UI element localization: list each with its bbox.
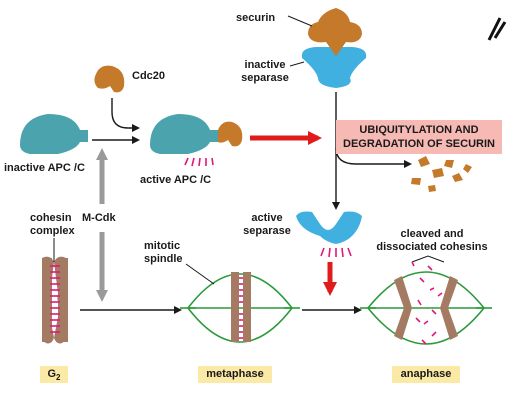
cdc20-label: Cdc20	[132, 70, 166, 82]
cohesin-complex-label: cohesin complex	[30, 212, 75, 238]
securin-leader	[287, 15, 313, 27]
mcdk-label: M-Cdk	[80, 212, 118, 225]
securin-label: securin	[236, 12, 276, 24]
separase-leader	[289, 61, 305, 67]
inactive-apc-shape	[20, 114, 88, 154]
active-separase-shape	[296, 211, 362, 258]
pointer-tick	[411, 261, 415, 267]
active-separase-label: active separase	[243, 212, 291, 237]
metaphase-cell	[180, 272, 300, 343]
inactive-apc-label: inactive APC /C	[4, 162, 85, 174]
corner-mark	[487, 17, 507, 41]
securin-separase-complex	[301, 8, 367, 88]
active-apc-shape	[150, 114, 243, 167]
stage-g2-subscript: 2	[56, 373, 61, 383]
cleaved-cohesins-label: cleaved and dissociated cohesins	[376, 228, 488, 253]
stage-metaphase: metaphase	[198, 366, 272, 383]
cohesin-bands	[50, 265, 60, 333]
cleaved-cohesins-pointer	[411, 255, 445, 263]
stage-g2: G2	[40, 366, 68, 383]
cdc20-arrow	[111, 98, 140, 132]
inactive-separase-shape	[301, 47, 367, 88]
inactive-separase-label: inactive separase	[241, 59, 289, 84]
active-apc-label: active APC /C	[140, 174, 212, 186]
cleaved-cohesin-fragments	[415, 265, 443, 345]
securin-shape	[308, 8, 362, 56]
ubiquitin-marks	[184, 157, 214, 167]
mitotic-spindle-label: mitotic spindle	[144, 240, 183, 265]
spindle-pointer	[185, 263, 215, 285]
g2-chromosome	[42, 256, 68, 344]
securin-fragments	[411, 156, 472, 192]
stage-g2-letter: G	[47, 368, 57, 380]
stage-anaphase: anaphase	[392, 366, 460, 383]
anaphase-cell	[360, 265, 492, 345]
separase-activity-marks	[320, 247, 352, 258]
cdc20-shape	[94, 65, 125, 93]
ubiquitylation-banner: UBIQUITYLATION AND DEGRADATION OF SECURI…	[336, 120, 502, 154]
